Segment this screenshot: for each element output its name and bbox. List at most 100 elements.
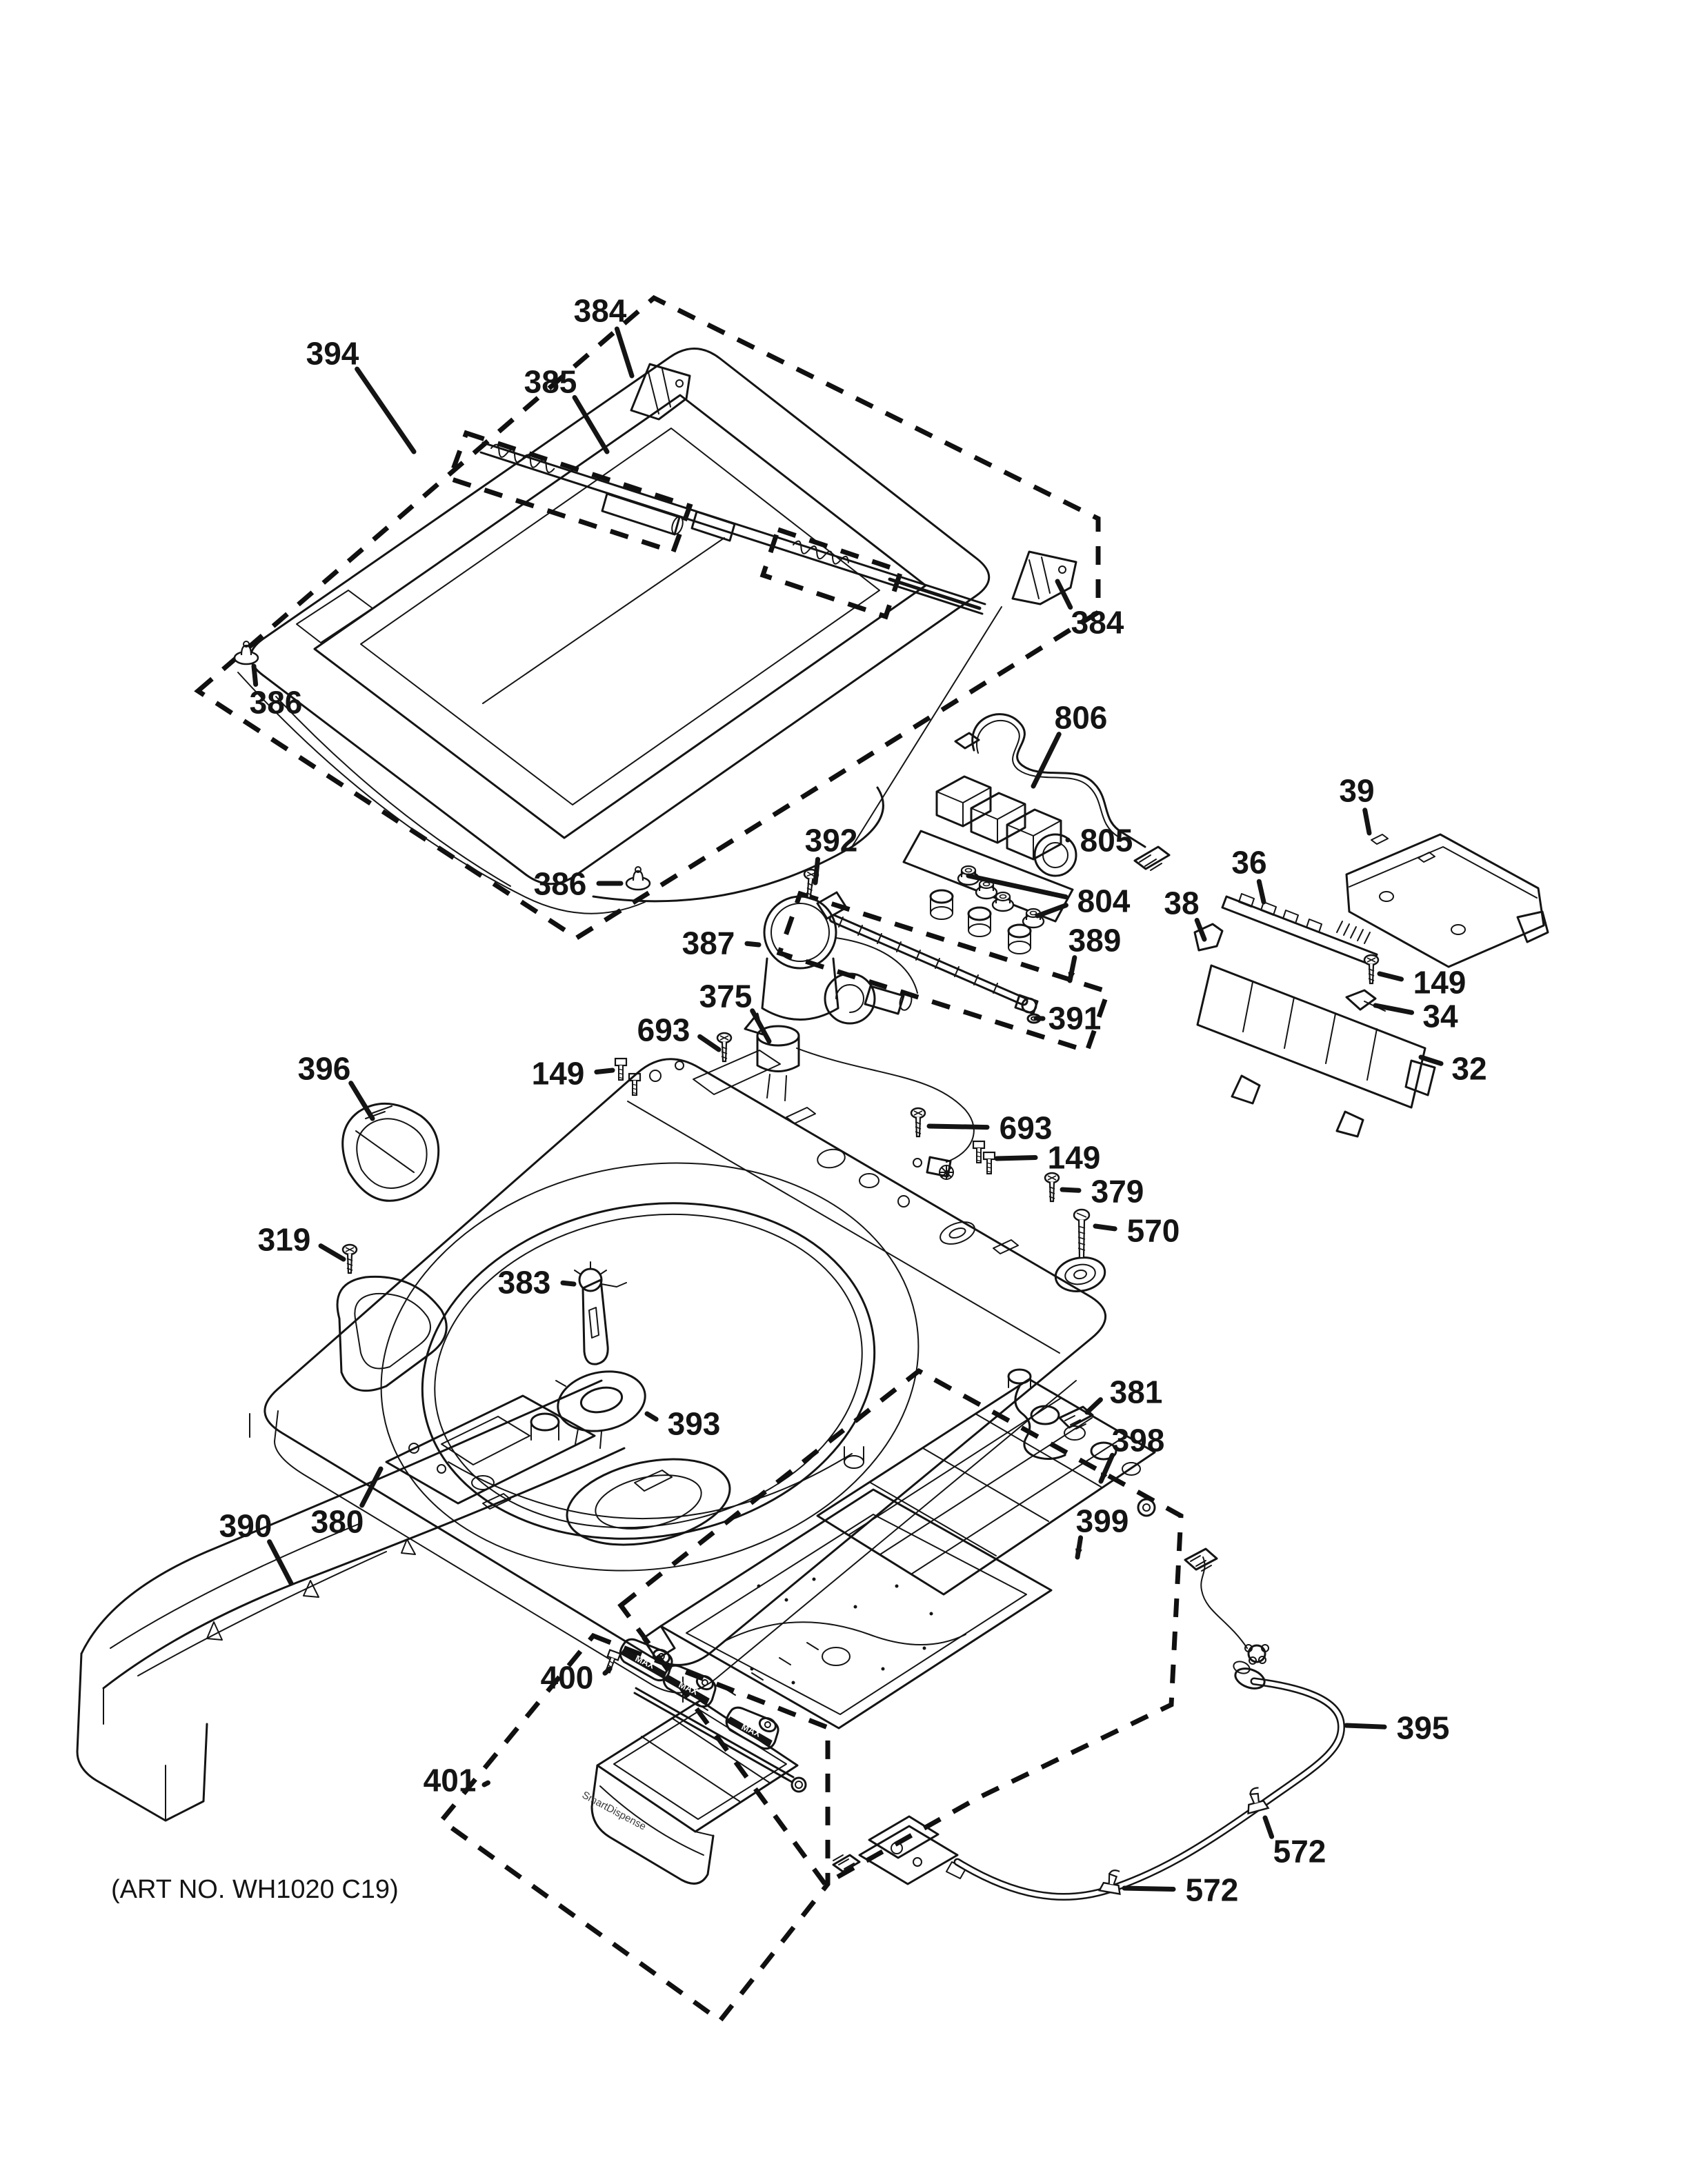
detergent-drawer bbox=[590, 1699, 799, 1885]
callout-leader-149 bbox=[1377, 971, 1404, 982]
board-cover bbox=[1345, 833, 1549, 968]
callout-layer: 3943843853843863868068058043893913923873… bbox=[219, 293, 1487, 1908]
callout-leader-693 bbox=[926, 1123, 990, 1130]
callout-label-379: 379 bbox=[1091, 1174, 1144, 1210]
callout-leader-319 bbox=[318, 1243, 346, 1262]
dispenser-body-tray bbox=[642, 1488, 1053, 1730]
callout-leader-395 bbox=[1344, 1723, 1387, 1730]
callout-label-394: 394 bbox=[306, 336, 359, 372]
panel-screws bbox=[341, 1107, 1091, 1274]
callout-label-392: 392 bbox=[805, 823, 858, 859]
callout-label-375: 375 bbox=[699, 979, 753, 1014]
callout-leader-572 bbox=[1122, 1885, 1176, 1892]
callout-leader-149 bbox=[994, 1155, 1038, 1161]
callout-label-381: 381 bbox=[1110, 1374, 1163, 1410]
art-number-label: (ART NO. WH1020 C19) bbox=[111, 1875, 399, 1904]
callout-leader-32 bbox=[1418, 1054, 1444, 1066]
callout-label-149: 149 bbox=[1413, 965, 1467, 1001]
callout-leader-392 bbox=[813, 856, 821, 885]
callout-leader-806 bbox=[1031, 732, 1062, 789]
callout-label-384: 384 bbox=[574, 293, 627, 329]
callout-leader-381 bbox=[1084, 1397, 1103, 1415]
callout-label-804: 804 bbox=[1077, 883, 1131, 919]
callout-leader-399 bbox=[1075, 1535, 1084, 1560]
callout-label-399: 399 bbox=[1076, 1503, 1129, 1539]
callout-leader-383 bbox=[560, 1280, 577, 1287]
callout-leader-398 bbox=[1098, 1452, 1115, 1484]
callout-label-400: 400 bbox=[541, 1660, 594, 1696]
callout-label-396: 396 bbox=[298, 1051, 351, 1087]
callout-label-391: 391 bbox=[1048, 1001, 1102, 1036]
callout-leader-396 bbox=[348, 1081, 375, 1121]
callout-label-395: 395 bbox=[1397, 1710, 1450, 1746]
water-valve-assembly bbox=[902, 775, 1077, 954]
max-fill-clips bbox=[602, 1638, 779, 1750]
fill-hose-assembly bbox=[776, 890, 1111, 1054]
callout-label-385: 385 bbox=[524, 364, 577, 400]
panel-bottom-hinge-recess bbox=[566, 1458, 731, 1546]
callout-label-389: 389 bbox=[1068, 923, 1122, 959]
callout-label-693: 693 bbox=[637, 1012, 690, 1048]
callout-leader-384 bbox=[1055, 579, 1073, 610]
callout-label-572: 572 bbox=[1273, 1834, 1326, 1870]
callout-label-570: 570 bbox=[1127, 1213, 1180, 1249]
dispenser-cover-tray bbox=[816, 1378, 1156, 1596]
callout-label-390: 390 bbox=[219, 1508, 272, 1544]
callout-label-384: 384 bbox=[1071, 605, 1124, 641]
callout-leader-38 bbox=[1194, 917, 1207, 942]
callout-leader-386 bbox=[251, 663, 259, 687]
panel-handle-recess bbox=[336, 1275, 448, 1392]
drawer-rail-pin bbox=[633, 1687, 807, 1793]
callout-label-149: 149 bbox=[532, 1056, 585, 1092]
lid-handle bbox=[341, 1102, 440, 1202]
lid-assembly-enclosure bbox=[194, 294, 1101, 941]
callout-leader-149 bbox=[594, 1068, 615, 1074]
callout-leader-804 bbox=[966, 873, 1068, 900]
top-panel bbox=[249, 1050, 1106, 1703]
callout-label-387: 387 bbox=[682, 925, 735, 961]
callout-label-693: 693 bbox=[1000, 1110, 1053, 1146]
glass-lid bbox=[237, 348, 1002, 914]
valve-outlets bbox=[929, 889, 1032, 954]
callout-label-393: 393 bbox=[668, 1406, 721, 1442]
callout-leader-387 bbox=[744, 941, 762, 948]
lid-lock-striker bbox=[574, 1261, 627, 1365]
callout-leader-804 bbox=[1035, 903, 1068, 919]
callout-leader-39 bbox=[1362, 808, 1372, 836]
callout-leader-36 bbox=[1256, 879, 1266, 905]
mounting-bracket bbox=[1196, 964, 1436, 1138]
callout-label-34: 34 bbox=[1422, 999, 1458, 1034]
callout-leader-390 bbox=[267, 1539, 294, 1586]
callout-leader-693 bbox=[697, 1034, 722, 1052]
callout-label-319: 319 bbox=[258, 1222, 311, 1258]
callout-label-383: 383 bbox=[498, 1265, 551, 1301]
callout-label-39: 39 bbox=[1339, 773, 1374, 809]
callout-leader-572 bbox=[1262, 1815, 1275, 1839]
board-spacer bbox=[1193, 923, 1224, 952]
callout-label-806: 806 bbox=[1055, 700, 1108, 736]
callout-leader-375 bbox=[750, 1008, 772, 1044]
part-text: SmartDispense bbox=[580, 1789, 648, 1832]
lid-hinge-rail-assembly bbox=[446, 363, 1077, 620]
hinge-cap bbox=[555, 1370, 646, 1449]
drawer-enclosure bbox=[437, 1632, 831, 2024]
door-lock-assembly bbox=[832, 1815, 966, 1885]
callout-leader-380 bbox=[359, 1466, 384, 1508]
drain-hose bbox=[953, 1547, 1345, 1901]
pressure-switch bbox=[756, 1025, 975, 1178]
panel-rear-deck-details bbox=[408, 1050, 1106, 1510]
control-board bbox=[1221, 893, 1378, 967]
dispenser-sensor-wire bbox=[1007, 1368, 1094, 1460]
callout-label-380: 380 bbox=[311, 1504, 364, 1540]
hose-clips bbox=[1098, 1785, 1269, 1895]
callout-label-32: 32 bbox=[1451, 1051, 1487, 1087]
callout-leader-394 bbox=[355, 366, 417, 454]
callout-label-36: 36 bbox=[1231, 845, 1266, 881]
callout-label-386: 386 bbox=[250, 685, 303, 721]
callout-leader-570 bbox=[1093, 1223, 1117, 1232]
callout-leader-34 bbox=[1373, 1003, 1415, 1015]
callout-label-386: 386 bbox=[534, 866, 587, 902]
callout-label-38: 38 bbox=[1164, 885, 1199, 921]
